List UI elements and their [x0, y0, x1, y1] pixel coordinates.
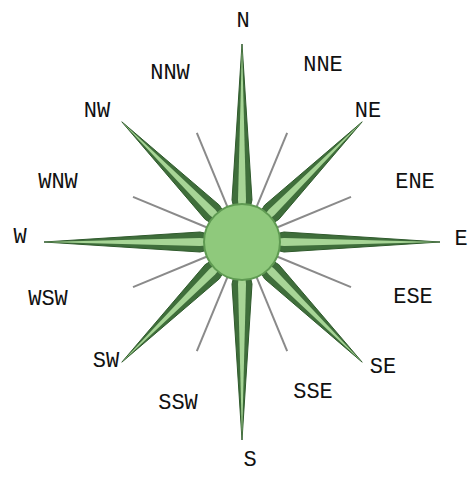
direction-label: NNW	[150, 63, 190, 85]
center-disc	[204, 204, 280, 280]
direction-label: WSW	[28, 289, 68, 311]
direction-label: W	[13, 227, 26, 249]
direction-label: N	[236, 11, 249, 33]
direction-label: WNW	[38, 172, 78, 194]
direction-label: SE	[370, 357, 396, 379]
direction-label: SW	[93, 351, 119, 373]
direction-label: NNE	[303, 55, 343, 77]
direction-label: E	[454, 229, 467, 251]
direction-label: NW	[84, 101, 110, 123]
direction-label: SSW	[158, 393, 198, 415]
major-rays	[44, 44, 440, 440]
direction-label: ESE	[393, 287, 433, 309]
direction-label: S	[243, 450, 256, 472]
direction-label: NE	[355, 101, 381, 123]
direction-label: SSE	[293, 382, 333, 404]
direction-label: ENE	[395, 172, 435, 194]
